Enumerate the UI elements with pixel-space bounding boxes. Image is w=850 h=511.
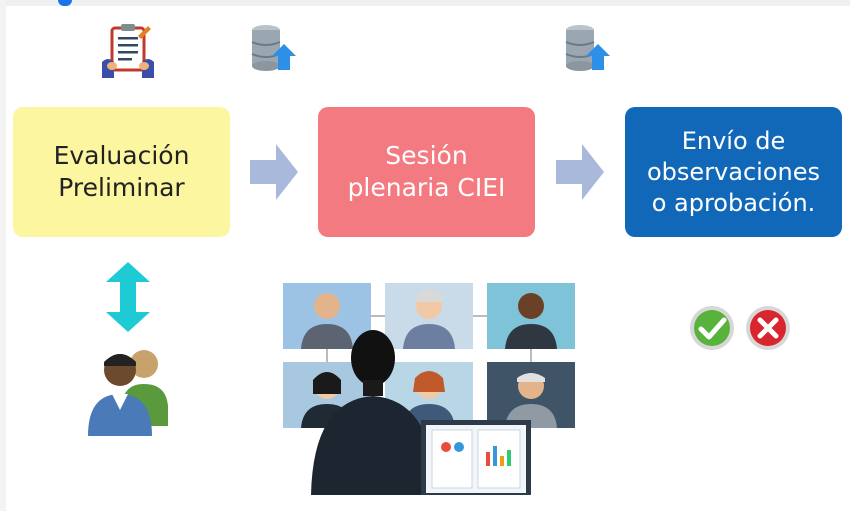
clipboard-checklist-icon xyxy=(102,24,154,78)
video-conference-illustration xyxy=(283,283,575,495)
step-envio-observaciones: Envío de observaciones o aprobación. xyxy=(625,107,842,237)
arrow-right-icon xyxy=(556,144,604,200)
cross-icon xyxy=(746,306,790,350)
step-evaluacion-preliminar: Evaluación Preliminar xyxy=(13,107,230,237)
check-icon xyxy=(690,306,734,350)
step-label: Evaluación Preliminar xyxy=(53,141,190,202)
left-edge xyxy=(0,0,6,511)
database-upload-icon xyxy=(565,25,610,71)
database-upload-icon xyxy=(251,25,296,71)
top-bar xyxy=(0,0,850,6)
arrow-right-icon xyxy=(250,144,298,200)
step-sesion-plenaria: Sesión plenaria CIEI xyxy=(318,107,535,237)
users-icon xyxy=(88,350,168,436)
top-indicator xyxy=(58,0,72,6)
up-down-arrow-icon xyxy=(106,262,150,332)
step-label: Sesión plenaria CIEI xyxy=(347,141,506,202)
step-label: Envío de observaciones o aprobación. xyxy=(647,126,820,217)
